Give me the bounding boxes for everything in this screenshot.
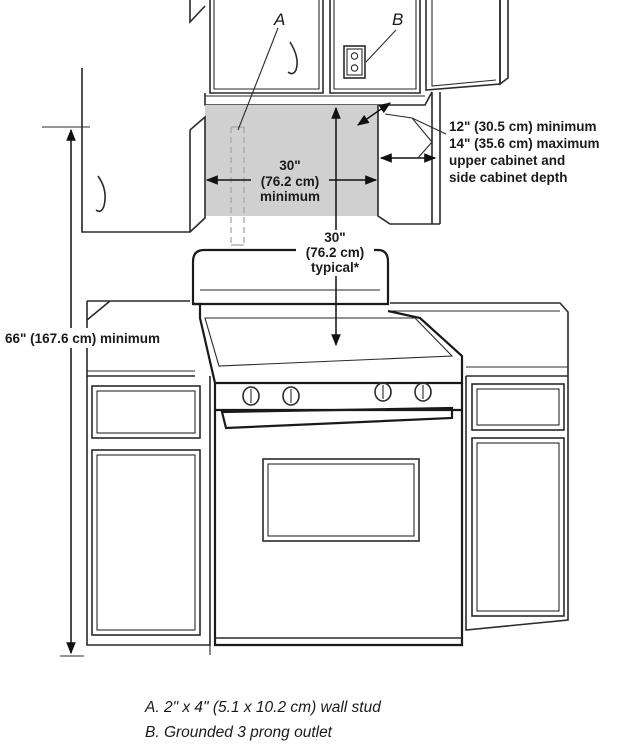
depth-label-line4: side cabinet depth (449, 170, 568, 185)
width-label-line2: (76.2 cm) (261, 174, 320, 189)
height-label-line3: typical* (311, 260, 360, 275)
callout-b-label: B (392, 10, 403, 29)
width-label-line1: 30" (279, 158, 300, 173)
grounded-outlet (343, 45, 366, 79)
control-knob (242, 386, 260, 406)
legend-item-a: A. 2" x 4" (5.1 x 10.2 cm) wall stud (144, 699, 382, 716)
wall-stud (230, 126, 245, 246)
oven-window (262, 458, 420, 542)
callout-a-label: A (273, 10, 285, 29)
control-knob (374, 382, 392, 402)
range (191, 248, 464, 647)
lower-left-cabinets (86, 376, 211, 646)
control-knob (414, 382, 432, 402)
left-side-cabinet (81, 68, 206, 233)
overall-height-dimension (42, 126, 90, 657)
lower-right-cabinets (465, 376, 569, 631)
overall-height-label: 66" (167.6 cm) minimum (5, 331, 160, 346)
upper-cabinets (189, 0, 509, 106)
control-knob (282, 386, 300, 406)
counters (86, 300, 569, 377)
height-label-line2: (76.2 cm) (306, 245, 365, 260)
callout-a-leader (237, 27, 279, 131)
width-label-line3: minimum (260, 189, 320, 204)
depth-dimension-arrows (357, 102, 447, 163)
height-label-line1: 30" (324, 230, 345, 245)
depth-label-line2: 14" (35.6 cm) maximum (449, 136, 599, 151)
depth-label-line1: 12" (30.5 cm) minimum (449, 119, 596, 134)
callout-b-leader (365, 29, 397, 63)
depth-label-line3: upper cabinet and (449, 153, 565, 168)
legend-item-b: B. Grounded 3 prong outlet (145, 724, 333, 741)
